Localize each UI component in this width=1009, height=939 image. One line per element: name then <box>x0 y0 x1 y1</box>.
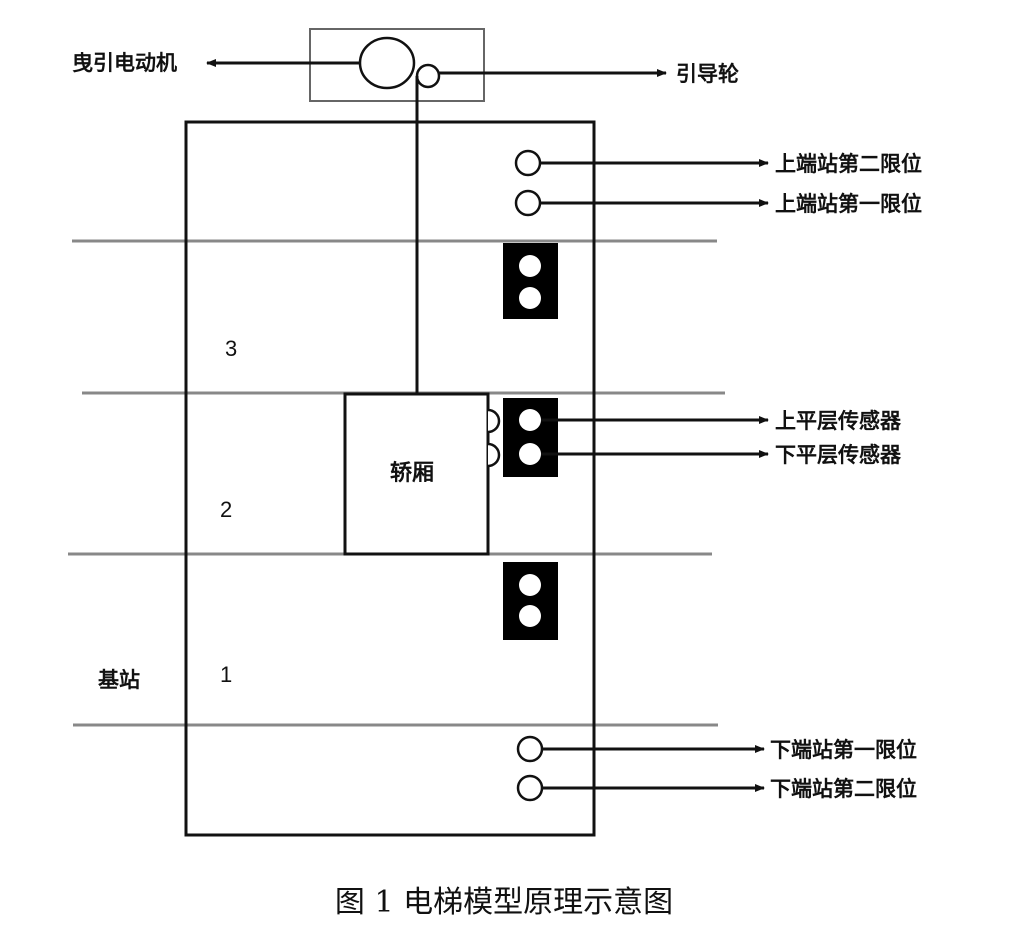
car-label: 轿厢 <box>390 460 434 486</box>
floor-2-sensor-block <box>503 398 558 477</box>
lower-limit-1-switch-icon <box>516 735 544 763</box>
figure-caption: 图 1 电梯模型原理示意图 <box>335 885 673 920</box>
upper-limit-2-switch-icon <box>514 149 542 177</box>
traction-motor-label: 曳引电动机 <box>72 51 177 75</box>
floor-3-number: 3 <box>225 336 237 361</box>
guide-wheel-icon <box>415 63 441 89</box>
upper-level-sensor-label: 上平层传感器 <box>775 409 902 433</box>
elevator-car <box>343 392 490 556</box>
lower-limit-1-label: 下端站第一限位 <box>770 738 917 762</box>
upper-limit-2-label: 上端站第二限位 <box>775 152 922 176</box>
car-upper-sensor-icon <box>487 408 501 434</box>
floor-2-number: 2 <box>220 497 232 522</box>
base-station-label: 基站 <box>98 668 140 692</box>
floor-3-sensor-block <box>503 243 558 319</box>
lower-limit-2-label: 下端站第二限位 <box>770 777 917 801</box>
upper-limit-1-switch-icon <box>514 189 542 217</box>
motor-icon <box>358 36 416 90</box>
elevator-shaft <box>184 120 596 837</box>
car-lower-sensor-icon <box>487 442 501 468</box>
lower-limit-2-switch-icon <box>516 774 544 802</box>
lower-level-sensor-label: 下平层传感器 <box>775 443 902 467</box>
floor-1-sensor-block <box>503 562 558 640</box>
floor-1-number: 1 <box>220 662 232 687</box>
upper-limit-1-label: 上端站第一限位 <box>775 192 922 216</box>
guide-wheel-label: 引导轮 <box>676 62 739 86</box>
